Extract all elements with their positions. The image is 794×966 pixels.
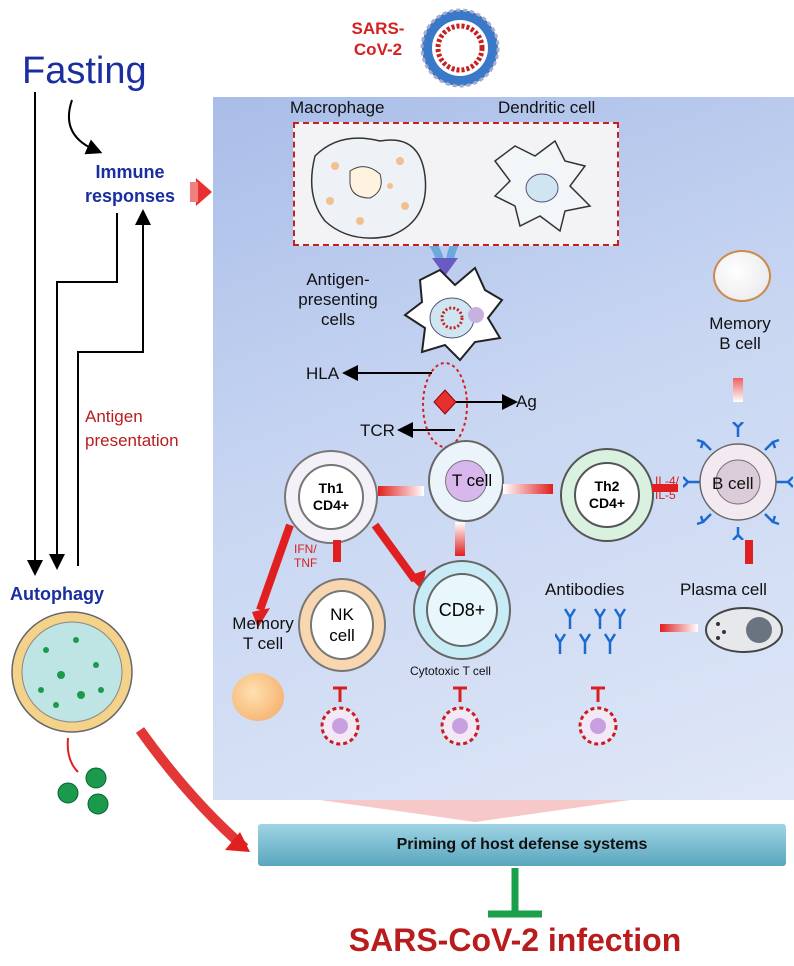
th1-branch-arrows	[252, 522, 426, 628]
virus-label: SARS-CoV-2	[351, 19, 405, 59]
t-cell: T cell	[428, 440, 504, 522]
apc-icon	[403, 266, 504, 362]
macrophage-dendritic-icons	[310, 137, 592, 239]
infection-title: SARS-CoV-2 infection	[348, 922, 682, 958]
b-cell-label: B cell	[712, 474, 754, 493]
tcr-label: TCR	[360, 421, 395, 440]
b-cell-icon	[683, 422, 793, 540]
antibodies-icon	[555, 608, 627, 654]
autophagosome-icon	[11, 611, 133, 815]
plasma-cell-icon	[705, 607, 783, 653]
cd8-cell: CD8+	[413, 560, 511, 660]
macrophage-label: Macrophage	[290, 98, 385, 117]
arrow-to-cd8	[455, 522, 465, 556]
virus-icon	[420, 8, 500, 88]
ag-label: Ag	[516, 392, 537, 411]
plasma-cell-label: Plasma cell	[680, 580, 767, 599]
arrow-to-plasma	[745, 540, 753, 564]
arrow-to-th2	[503, 484, 553, 494]
infected-cells-icons	[320, 686, 618, 746]
antibodies-label: Antibodies	[545, 580, 625, 599]
priming-banner: Priming of host defense systems	[258, 824, 786, 866]
arrow-to-nk	[333, 540, 341, 562]
memory-b-cell-icon	[713, 250, 771, 302]
arrow-to-th1	[378, 486, 424, 496]
arrow-to-b-cell	[652, 484, 678, 492]
autophagy-label: Autophagy	[10, 584, 104, 604]
arrow-to-antibodies	[660, 624, 698, 632]
fasting-label: Fasting	[22, 50, 147, 92]
cytotoxic-label: Cytotoxic T cell	[410, 664, 491, 678]
hla-label: HLA	[306, 364, 340, 383]
ifn-label: IFN/TNF	[294, 542, 318, 570]
memory-t-cell-icon	[232, 673, 284, 721]
dendritic-cell-label: Dendritic cell	[498, 98, 596, 117]
arrow-to-memory-b	[733, 378, 743, 402]
